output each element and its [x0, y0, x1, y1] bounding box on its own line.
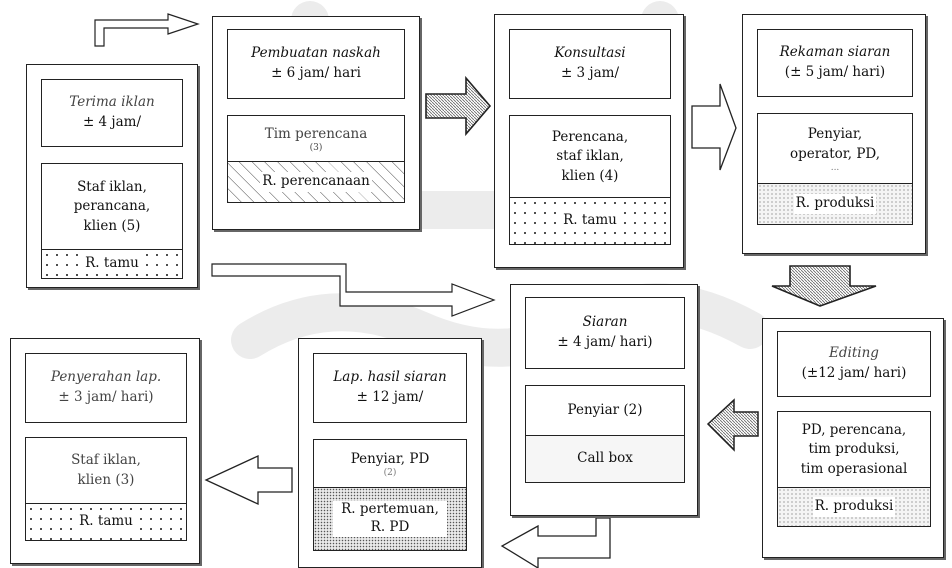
room-label: R. produksi — [793, 194, 877, 214]
staff-line: Tim perencana — [264, 125, 368, 142]
stage-duration: (±12 jam/ hari) — [801, 365, 907, 381]
stage-title: Konsultasi — [554, 45, 626, 62]
room-label: Call box — [577, 450, 633, 467]
stage-terima-iklan: Terima iklan ± 4 jam/ Staf iklan, peranc… — [26, 64, 198, 288]
stage-duration: ± 3 jam/ hari) — [58, 389, 154, 405]
stage-title: Siaran — [582, 314, 628, 331]
stage-title-box: Konsultasi ± 3 jam/ — [509, 29, 671, 99]
stage-room-box: R. tamu — [509, 197, 671, 245]
stage-room-box: R. produksi — [777, 487, 931, 527]
staff-line: Staf iklan, — [71, 452, 141, 469]
stage-staff-box: Penyiar (2) — [525, 385, 685, 437]
stage-staff-box: Perencana, staf iklan, klien (4) — [509, 115, 671, 199]
stage-duration: ± 12 jam/ — [356, 389, 424, 405]
staff-line: klien (3) — [77, 472, 135, 488]
stage-duration: (± 5 jam/ hari) — [784, 64, 886, 80]
staff-line: tim produksi, — [808, 441, 900, 458]
stage-rekaman-siaran: Rekaman siaran (± 5 jam/ hari) Penyiar, … — [742, 14, 926, 254]
stage-konsultasi: Konsultasi ± 3 jam/ Perencana, staf ikla… — [494, 14, 684, 268]
room-label: R. tamu — [561, 211, 619, 231]
stage-room-box: R. produksi — [757, 183, 913, 225]
staff-line: tim operasional — [800, 460, 908, 477]
staff-line: Penyiar, PD — [350, 450, 430, 467]
staff-line: Penyiar (2) — [567, 402, 643, 419]
start-arrow — [94, 13, 200, 47]
staff-line: (3) — [309, 143, 323, 154]
staff-line: Penyiar, — [807, 125, 863, 142]
arrow-to-konsultasi — [425, 75, 492, 137]
stage-title: Lap. hasil siaran — [333, 369, 447, 386]
stage-room-box: R. pertemuan, R. PD — [313, 487, 467, 551]
stage-staff-box: Staf iklan, klien (3) — [25, 437, 187, 505]
stage-title: Pembuatan naskah — [251, 45, 381, 62]
stage-title-box: Terima iklan ± 4 jam/ — [41, 79, 183, 147]
stage-room-box: R. perencanaan — [227, 161, 405, 203]
stage-title: Editing — [829, 345, 879, 362]
stage-title-box: Penyerahan lap. ± 3 jam/ hari) — [25, 353, 187, 423]
staff-line: klien (4) — [561, 167, 619, 184]
arrow-to-lap — [500, 517, 611, 568]
room-label: R. produksi — [812, 497, 896, 517]
stage-title-box: Siaran ± 4 jam/ hari) — [525, 297, 685, 369]
stage-editing: Editing (±12 jam/ hari) PD, perencana, t… — [762, 318, 944, 558]
staff-line: operator, PD, — [789, 145, 881, 162]
stage-staff-box: Tim perencana (3) — [227, 115, 405, 163]
stage-pembuatan-naskah: Pembuatan naskah ± 6 jam/ hari Tim peren… — [212, 16, 420, 230]
staff-line: Staf iklan, — [77, 178, 147, 195]
arrow-to-rekaman — [691, 83, 737, 171]
stage-title: Terima iklan — [69, 94, 155, 111]
stage-title-box: Lap. hasil siaran ± 12 jam/ — [313, 353, 467, 423]
stage-title-box: Rekaman siaran (± 5 jam/ hari) — [757, 29, 913, 97]
room-label: R. tamu — [83, 254, 141, 274]
stage-staff-box: PD, perencana, tim produksi, tim operasi… — [777, 411, 931, 489]
stage-staff-box: Staf iklan, perancana, klien (5) — [41, 163, 183, 251]
staff-line: klien (5) — [83, 217, 141, 234]
stage-room-box: Call box — [525, 435, 685, 483]
stage-title: Rekaman siaran — [779, 44, 891, 61]
room-label: R. perencanaan — [260, 172, 372, 192]
arrow-to-siaran — [706, 398, 759, 452]
stage-duration: ± 4 jam/ — [82, 114, 142, 130]
stage-duration: ± 6 jam/ hari — [271, 65, 361, 81]
staff-line: ... — [830, 163, 840, 174]
stage-staff-box: Penyiar, PD (2) — [313, 439, 467, 489]
stage-duration: ± 3 jam/ — [560, 65, 620, 81]
stage-room-box: R. tamu — [41, 249, 183, 279]
staff-line: Perencana, — [551, 128, 629, 145]
stage-title: Penyerahan lap. — [50, 369, 162, 386]
stage-penyerahan-lap: Penyerahan lap. ± 3 jam/ hari) Staf ikla… — [10, 338, 200, 564]
stage-siaran: Siaran ± 4 jam/ hari) Penyiar (2) Call b… — [510, 284, 698, 516]
stage-room-box: R. tamu — [25, 503, 187, 541]
arrow-to-penyerahan — [204, 454, 293, 506]
stage-title-box: Editing (±12 jam/ hari) — [777, 331, 931, 397]
arrow-terima-to-siaran — [211, 263, 496, 317]
stage-staff-box: Penyiar, operator, PD, ... — [757, 113, 913, 185]
staff-line: (2) — [383, 468, 397, 479]
staff-line: staf iklan, — [556, 148, 624, 165]
arrow-to-editing — [771, 265, 877, 307]
room-label: R. pertemuan, R. PD — [333, 501, 447, 537]
stage-duration: ± 4 jam/ hari) — [557, 334, 653, 350]
stage-lap-hasil-siaran: Lap. hasil siaran ± 12 jam/ Penyiar, PD … — [298, 338, 482, 568]
staff-line: PD, perencana, — [801, 421, 907, 438]
room-label: R. tamu — [77, 512, 135, 532]
stage-title-box: Pembuatan naskah ± 6 jam/ hari — [227, 29, 405, 99]
staff-line: perancana, — [73, 198, 151, 215]
